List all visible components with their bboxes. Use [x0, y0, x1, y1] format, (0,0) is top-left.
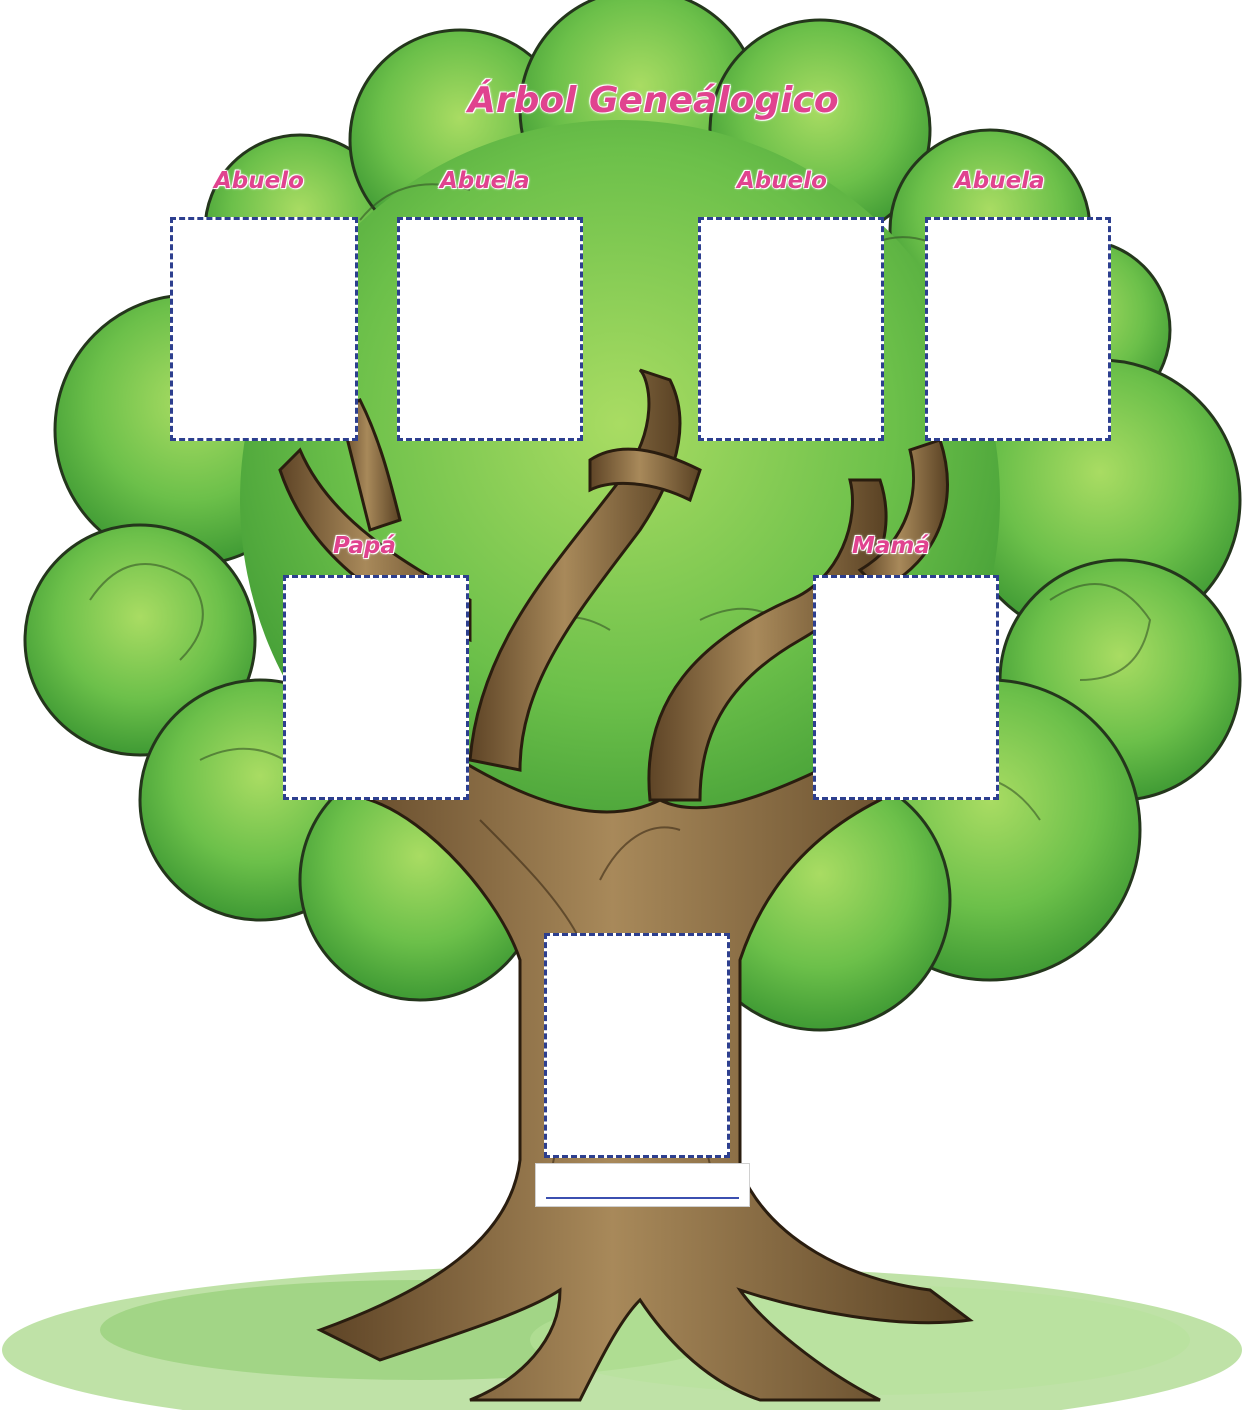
grandfather-2-photo-frame[interactable]: [698, 217, 884, 441]
page-title: Árbol Geneálogico: [468, 80, 839, 121]
name-write-line: [546, 1197, 739, 1199]
grandfather-1-label: Abuelo: [214, 168, 304, 194]
grandfather-2-label: Abuelo: [737, 168, 827, 194]
grandmother-2-photo-frame[interactable]: [925, 217, 1111, 441]
child-name-plate[interactable]: [535, 1163, 750, 1207]
father-label: Papá: [333, 533, 396, 559]
grandmother-1-label: Abuela: [440, 168, 530, 194]
father-photo-frame[interactable]: [283, 575, 469, 800]
mother-photo-frame[interactable]: [813, 575, 999, 800]
child-photo-frame[interactable]: [544, 933, 730, 1158]
grandfather-1-photo-frame[interactable]: [170, 217, 358, 441]
grandmother-1-photo-frame[interactable]: [397, 217, 583, 441]
grandmother-2-label: Abuela: [955, 168, 1045, 194]
mother-label: Mamá: [852, 533, 930, 559]
